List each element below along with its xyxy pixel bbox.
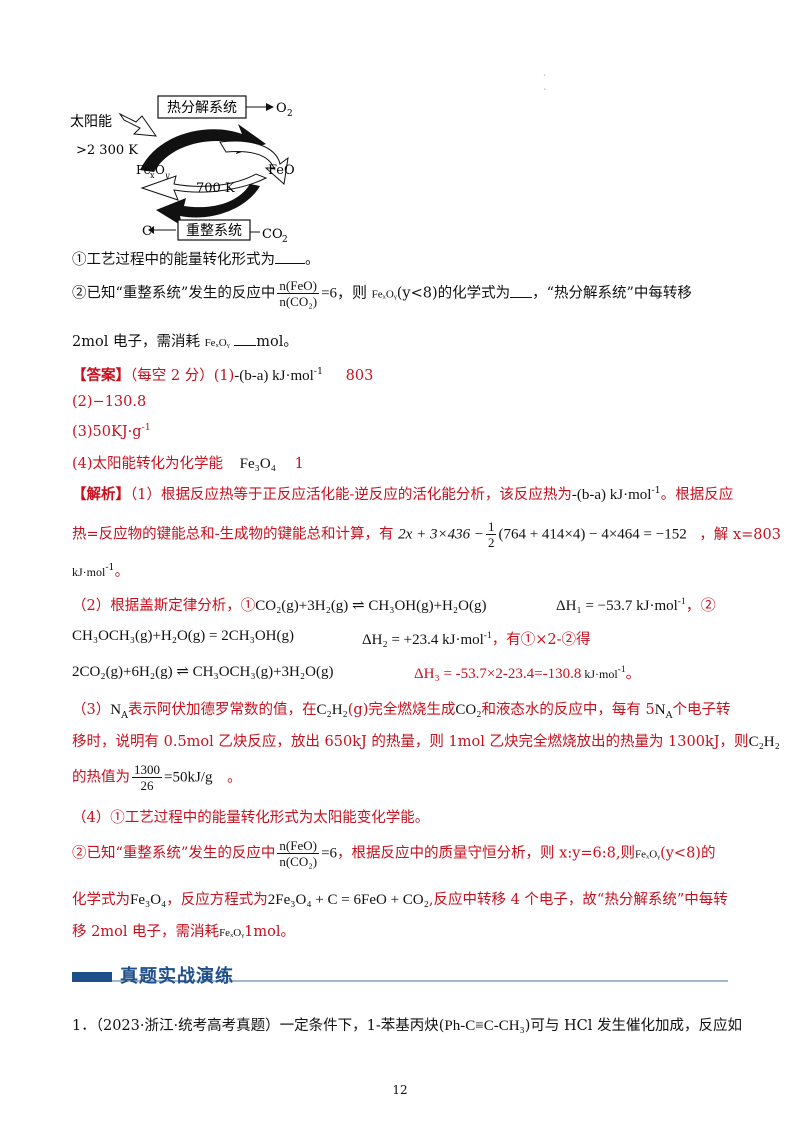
- answer-4-value: 1: [294, 456, 304, 472]
- question-2-line-2: 2mol 电子，需消耗 FeₓOᵧ mol。: [72, 330, 298, 351]
- analysis-line-7: 移时，说明有 0.5mol 乙炔反应，放出 650kJ 的热量，则 1mol 乙…: [72, 734, 780, 750]
- thermal-box-label: 热分解系统: [167, 100, 237, 116]
- dh1: ΔH₁ = −53.7 kJ·mol-1，②: [556, 597, 716, 614]
- temp-low-label: 700 K: [196, 181, 235, 196]
- q2-text-2: ，“热分解系统”中每转移: [532, 285, 692, 302]
- analysis-line-12: 移 2mol 电子，需消耗FeₓOᵧ1mol。: [72, 924, 295, 940]
- scan-mark: `: [543, 74, 547, 83]
- answer-label: 【答案】: [72, 367, 130, 384]
- propyne-formula: Ph-C≡C-CH₃: [444, 1018, 525, 1034]
- analysis-line-6: （3）NA表示阿伏加德罗常数的值，在C₂H₂(g)完全燃烧生成CO₂和液态水的反…: [72, 702, 731, 721]
- q2-text: ②已知“重整系统”发生的反应中: [72, 285, 276, 302]
- answer-blank: [510, 283, 533, 298]
- fexoy-x: x: [150, 171, 155, 180]
- answer-blank: [275, 249, 305, 264]
- q2-line2a: 2mol 电子，需消耗: [72, 334, 200, 350]
- answer-1-value: 803: [345, 368, 374, 384]
- question-1-line: ①工艺过程中的能量转化形式为 。: [72, 248, 320, 269]
- analysis-line-1: 【解析】（1）根据反应热等于正反应活化能-逆反应的活化能分析，该反应热为-(b-…: [72, 485, 734, 503]
- temp-high-label: >2 300 K: [76, 143, 138, 158]
- analysis-eq-3: 2CO₂(g)+6H₂(g) ⇌ CH₃OCH₃(g)+3H₂O(g): [72, 664, 334, 680]
- c-label: C: [142, 224, 152, 239]
- fexoy-fe: Fe: [136, 163, 151, 177]
- mole-ratio-fraction: n(FeO)n(CO₂): [277, 838, 319, 869]
- analysis-line-9: （4）①工艺过程中的能量转化形式为太阳能变化学能。: [72, 810, 430, 826]
- fexoy-formula: FeₓOᵧ: [204, 337, 230, 349]
- answer-blank: [234, 331, 257, 346]
- analysis-label: 【解析】: [72, 486, 130, 503]
- question-number: 1．: [72, 1018, 96, 1034]
- q1-text: ①工艺过程中的能量转化形式为: [72, 252, 275, 268]
- banner-line: [112, 980, 728, 982]
- o2-label: O: [276, 101, 287, 116]
- analysis-line-4: （2）根据盖斯定律分析，①CO₂(g)+3H₂(g) ⇌ CH₃OH(g)+H₂…: [72, 598, 487, 614]
- analysis-line-3: kJ·mol-1。: [72, 562, 130, 580]
- dh2: ΔH₂ = +23.4 kJ·mol-1，有①×2-②得: [362, 631, 591, 648]
- answer-line: 【答案】（每空 2 分）(1)-(b-a) kJ·mol-1 803: [72, 366, 374, 384]
- sun-label: 太阳能: [70, 114, 112, 130]
- q2-eq: =6，则: [321, 285, 368, 302]
- o2-sub: 2: [287, 109, 293, 119]
- q2-cond: (y<8)的化学式为: [396, 285, 511, 302]
- analysis-line-11: 化学式为Fe₃O₄，反应方程式为2Fe₃O₄ + C = 6FeO + CO₂,…: [72, 892, 728, 908]
- exam-question-1: 1．（2023·浙江·统考高考真题）一定条件下，1-苯基丙炔(Ph-C≡C-CH…: [72, 1018, 743, 1034]
- answer-2: (2)−130.8: [72, 394, 147, 410]
- co2-sub: 2: [282, 235, 288, 244]
- section-title: 真题实战演练: [120, 966, 234, 987]
- q1-end: 。: [305, 252, 320, 268]
- scan-mark: `: [543, 88, 547, 97]
- answer-4: (4)太阳能转化为化学能 Fe₃O₄ 1: [72, 456, 304, 472]
- feo-label: FeO: [268, 163, 295, 178]
- answer-3: (3)50KJ·g-1: [72, 422, 151, 440]
- section-banner: 真题实战演练: [72, 958, 728, 990]
- analysis-eq-2: CH₃OCH₃(g)+H₂O(g) = 2CH₃OH(g): [72, 628, 294, 644]
- fexoy-formula: FeₓOᵧ: [371, 288, 397, 301]
- fexoy-y: y: [164, 171, 170, 180]
- process-diagram: 热分解系统 O 2 太阳能 >2 300 K FeO Fe x O y 700 …: [70, 95, 295, 244]
- co2-label: CO: [262, 227, 283, 242]
- q2-line2b: mol。: [256, 334, 298, 350]
- answer-4-formula: Fe₃O₄: [239, 456, 276, 472]
- fexoy-o: O: [155, 163, 165, 177]
- reform-box-label: 重整系统: [186, 223, 242, 239]
- mole-ratio-fraction: n(FeO)n(CO₂): [277, 278, 319, 309]
- answer-1-expr: -(b-a) kJ·mol: [234, 368, 314, 384]
- page-number: 12: [392, 1083, 408, 1097]
- answer-note: （每空 2 分）(1): [130, 368, 235, 384]
- banner-bar: [72, 972, 112, 982]
